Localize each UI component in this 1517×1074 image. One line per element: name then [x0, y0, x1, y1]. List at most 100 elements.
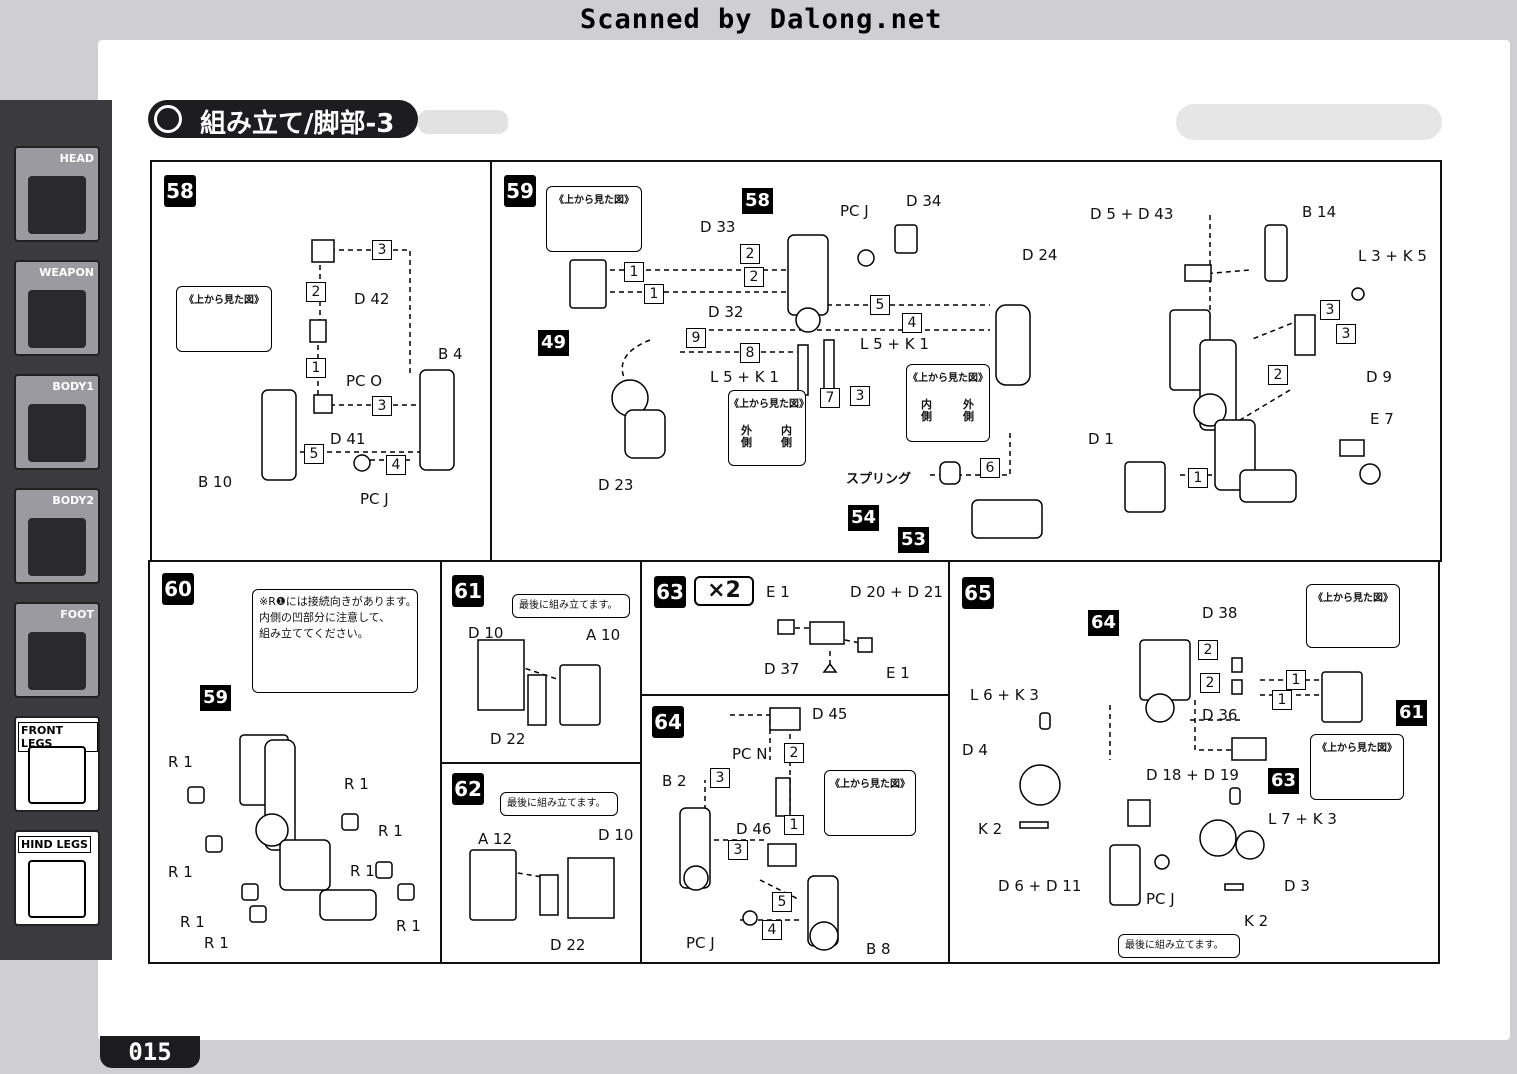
- ref-step-64: 64: [1088, 610, 1120, 636]
- top-view-callout: 《上から見た図》: [1310, 734, 1404, 800]
- sidebar-item-weapon[interactable]: WEAPON: [14, 260, 100, 356]
- part-label: D 10: [468, 624, 504, 642]
- part-label: B 14: [1302, 203, 1337, 221]
- part-label: R 1: [378, 822, 403, 840]
- part-label: L 5 + K 1: [710, 368, 779, 386]
- ref-step-61: 61: [1396, 700, 1428, 726]
- part-label: PC J: [1146, 890, 1175, 908]
- order-step: 3: [372, 396, 392, 416]
- order-step: 1: [1188, 468, 1208, 488]
- sidebar-item-label: HIND LEGS: [18, 836, 91, 853]
- sidebar-item-label: WEAPON: [39, 266, 94, 279]
- sidebar-item-head[interactable]: HEAD: [14, 146, 100, 242]
- order-step: 1: [1272, 690, 1292, 710]
- part-label: R 1: [344, 775, 369, 793]
- part-label: D 42: [354, 290, 390, 308]
- part-label: D 20 + D 21: [850, 583, 943, 601]
- order-step: 2: [1200, 673, 1220, 693]
- part-label: R 1: [180, 913, 205, 931]
- order-step: 1: [624, 262, 644, 282]
- assemble-last-note: 最後に組み立てます。: [512, 594, 630, 618]
- order-step: 6: [980, 458, 1000, 478]
- sidebar-item-body1[interactable]: BODY1: [14, 374, 100, 470]
- order-step: 2: [740, 244, 760, 264]
- body2-icon: [28, 518, 86, 576]
- top-view-callout: 《上から見た図》: [176, 286, 272, 352]
- sidebar-item-body2[interactable]: BODY2: [14, 488, 100, 584]
- step-number-61: 61: [452, 575, 484, 607]
- top-view-callout: 《上から見た図》: [546, 186, 642, 252]
- assemble-last-note: 最後に組み立てます。: [1118, 934, 1240, 958]
- step-number-59: 59: [504, 175, 536, 207]
- step-number-64: 64: [652, 706, 684, 738]
- ref-step-53: 53: [898, 527, 930, 553]
- page-number: 015: [100, 1036, 200, 1068]
- top-view-callout: 《上から見た図》 内側 外側: [906, 364, 990, 442]
- order-step: 1: [644, 284, 664, 304]
- part-label: B 4: [438, 345, 463, 363]
- part-label: D 4: [962, 741, 988, 759]
- sidebar-item-label: FOOT: [60, 608, 94, 621]
- sidebar-item-foot[interactable]: FOOT: [14, 602, 100, 698]
- top-view-callout: 《上から見た図》 外側 内側: [728, 390, 809, 466]
- order-step: 4: [386, 455, 406, 475]
- order-step: 2: [1198, 640, 1218, 660]
- part-label: K 2: [1244, 912, 1269, 930]
- order-step: 2: [784, 743, 804, 763]
- order-step: 3: [710, 768, 730, 788]
- part-label: D 46: [736, 820, 772, 838]
- section-sidebar: HEAD WEAPON BODY1 BODY2 FOOT FRONT LEGS …: [0, 100, 112, 960]
- part-label: D 33: [700, 218, 736, 236]
- part-label: D 41: [330, 430, 366, 448]
- callout-title: 《上から見た図》: [830, 779, 910, 790]
- order-step: 3: [1336, 324, 1356, 344]
- scan-credit: Scanned by Dalong.net: [580, 4, 943, 35]
- order-step: 3: [1320, 300, 1340, 320]
- order-step: 3: [850, 386, 870, 406]
- note-line: ※R❶には接続向きがあります。: [259, 595, 417, 608]
- ref-step-54: 54: [848, 505, 880, 531]
- order-step: 9: [686, 328, 706, 348]
- inner-label: 内側: [781, 424, 792, 449]
- sidebar-item-hind-legs[interactable]: HIND LEGS: [14, 830, 100, 926]
- step-panel-65: [948, 560, 1440, 964]
- step-number-58: 58: [164, 175, 196, 207]
- part-label: D 34: [906, 192, 942, 210]
- order-step: 2: [1268, 365, 1288, 385]
- part-label: PC N: [732, 745, 768, 763]
- part-label: D 24: [1022, 246, 1058, 264]
- part-label: R 1: [350, 862, 375, 880]
- order-step: 2: [306, 282, 326, 302]
- part-label: D 18 + D 19: [1146, 766, 1239, 784]
- part-label: R 1: [168, 863, 193, 881]
- part-label: E 1: [766, 583, 790, 601]
- order-step: 1: [784, 815, 804, 835]
- ref-step-59: 59: [200, 685, 232, 711]
- part-label: A 12: [478, 830, 513, 848]
- part-label: B 2: [662, 772, 687, 790]
- sidebar-item-label: BODY2: [52, 494, 94, 507]
- part-label: D 32: [708, 303, 744, 321]
- part-label: D 9: [1366, 368, 1392, 386]
- order-step: 5: [772, 892, 792, 912]
- callout-title: 《上から見た図》: [1313, 593, 1393, 604]
- part-label: PC J: [840, 202, 869, 220]
- weapon-icon: [28, 290, 86, 348]
- part-label: L 5 + K 1: [860, 335, 929, 353]
- sidebar-item-front-legs[interactable]: FRONT LEGS: [14, 716, 100, 812]
- part-label: PC J: [686, 934, 715, 952]
- mirrored-title-ghost: [1176, 104, 1442, 140]
- order-step: 4: [762, 920, 782, 940]
- caution-note: ※R❶には接続向きがあります。 内側の凹部分に注意して、 組み立ててください。: [252, 589, 418, 693]
- step-number-60: 60: [162, 573, 194, 605]
- order-step: 4: [902, 313, 922, 333]
- part-label: D 22: [490, 730, 526, 748]
- part-label: L 6 + K 3: [970, 686, 1039, 704]
- ref-step-49: 49: [538, 330, 570, 356]
- part-label: D 22: [550, 936, 586, 954]
- section-title-bar: 組み立て/脚部-3: [148, 100, 418, 139]
- assemble-last-note: 最後に組み立てます。: [500, 792, 618, 816]
- order-step: 8: [740, 343, 760, 363]
- part-label: R 1: [168, 753, 193, 771]
